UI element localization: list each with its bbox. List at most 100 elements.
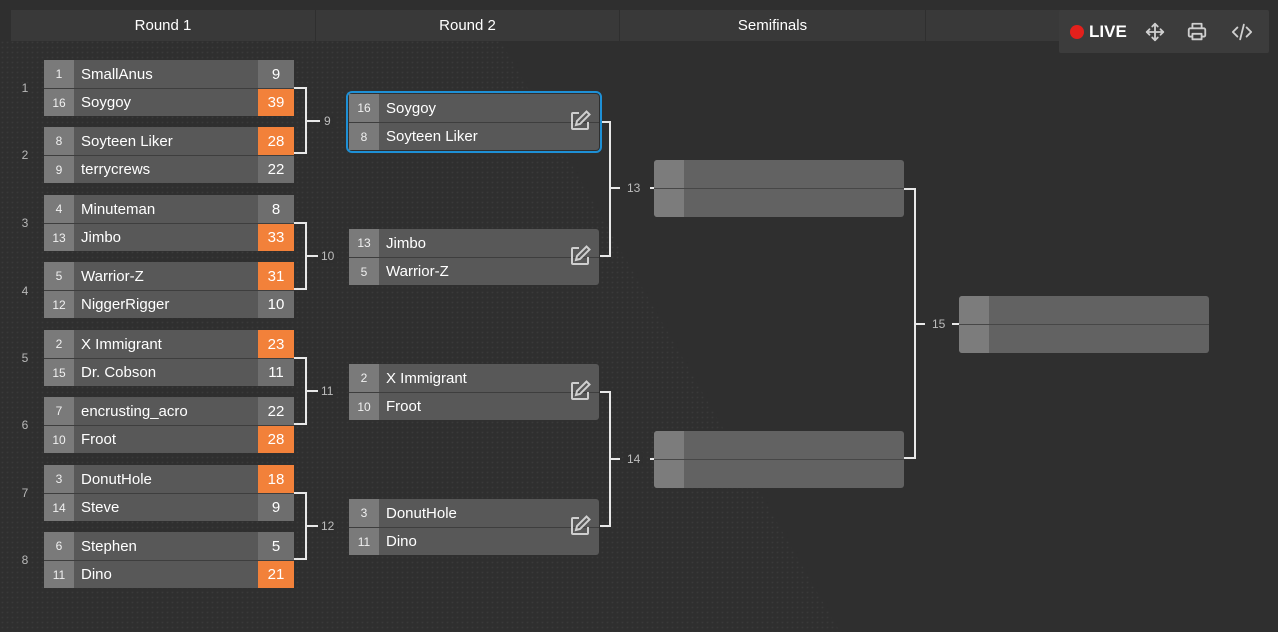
- live-label: LIVE: [1089, 21, 1127, 41]
- player-slot[interactable]: 5 Warrior-Z: [349, 257, 599, 285]
- seed: 11: [44, 561, 74, 588]
- empty-seed: [654, 431, 684, 459]
- seed: 8: [44, 127, 74, 155]
- player-name: SmallAnus: [81, 65, 153, 83]
- empty-slot[interactable]: [959, 324, 1209, 353]
- round-header-4: [926, 10, 1066, 41]
- score: 31: [258, 262, 294, 290]
- embed-code-icon[interactable]: [1230, 20, 1254, 44]
- live-dot-icon: [1070, 24, 1084, 39]
- player-slot[interactable]: 2 X Immigrant: [349, 364, 599, 392]
- round1-match-number: 3: [21, 216, 29, 230]
- round1-match-number: 4: [21, 284, 29, 298]
- player-slot[interactable]: 10 Froot: [349, 392, 599, 420]
- bracket-toolbar: LIVE: [1059, 10, 1269, 53]
- seed: 16: [349, 94, 379, 122]
- empty-slot[interactable]: [959, 296, 1209, 324]
- seed: 15: [44, 359, 74, 386]
- seed: 9: [44, 156, 74, 183]
- round-header-2: Round 2: [316, 10, 619, 41]
- seed: 3: [349, 499, 379, 527]
- player-name: Warrior-Z: [386, 263, 449, 280]
- edit-match-icon[interactable]: [567, 378, 593, 404]
- empty-seed: [959, 325, 989, 353]
- semifinal-match[interactable]: [654, 160, 904, 217]
- score: 9: [258, 60, 294, 88]
- player-name: Stephen: [81, 537, 137, 555]
- score: 11: [258, 359, 294, 386]
- empty-seed: [654, 460, 684, 488]
- seed: 2: [349, 364, 379, 392]
- move-icon[interactable]: [1143, 20, 1167, 44]
- empty-slot[interactable]: [654, 160, 904, 188]
- player-name: X Immigrant: [81, 335, 162, 353]
- seed: 5: [349, 258, 379, 285]
- print-icon[interactable]: [1185, 20, 1209, 44]
- semifinal-match[interactable]: [654, 431, 904, 488]
- seed: 5: [44, 262, 74, 290]
- seed: 1: [44, 60, 74, 88]
- round1-match-number: 8: [21, 553, 29, 567]
- round1-match-number: 6: [21, 418, 29, 432]
- empty-slot[interactable]: [654, 188, 904, 217]
- empty-seed: [654, 189, 684, 217]
- player-name: NiggerRigger: [81, 296, 170, 313]
- player-name: DonutHole: [386, 504, 457, 522]
- edit-match-icon[interactable]: [567, 243, 593, 269]
- match-number-15: 15: [929, 317, 949, 331]
- player-slot[interactable]: 15 Dr. Cobson 11: [44, 358, 294, 386]
- live-badge[interactable]: LIVE: [1070, 10, 1127, 53]
- player-name: X Immigrant: [386, 369, 467, 387]
- player-name: Froot: [386, 398, 422, 415]
- final-match[interactable]: [959, 296, 1209, 353]
- seed: 3: [44, 465, 74, 493]
- edit-match-icon[interactable]: [567, 513, 593, 539]
- player-slot[interactable]: 3 DonutHole: [349, 499, 599, 527]
- player-slot[interactable]: 5 Warrior-Z 31: [44, 262, 294, 290]
- round1-match-number: 2: [21, 148, 29, 162]
- empty-slot[interactable]: [654, 431, 904, 459]
- round2-match[interactable]: 2 X Immigrant 10 Froot: [349, 364, 599, 420]
- player-name: Soyteen Liker: [81, 132, 173, 150]
- player-name: Dr. Cobson: [81, 364, 157, 381]
- seed: 11: [349, 528, 379, 555]
- edit-match-icon[interactable]: [567, 108, 593, 134]
- player-name: terrycrews: [81, 161, 151, 178]
- round1-match-number: 7: [21, 486, 29, 500]
- score: 23: [258, 330, 294, 358]
- player-slot[interactable]: 1 SmallAnus 9: [44, 60, 294, 88]
- seed: 10: [349, 393, 379, 420]
- round-header-label: Semifinals: [737, 17, 808, 34]
- player-name: Warrior-Z: [81, 267, 144, 285]
- empty-slot[interactable]: [654, 459, 904, 488]
- score: 33: [258, 224, 294, 251]
